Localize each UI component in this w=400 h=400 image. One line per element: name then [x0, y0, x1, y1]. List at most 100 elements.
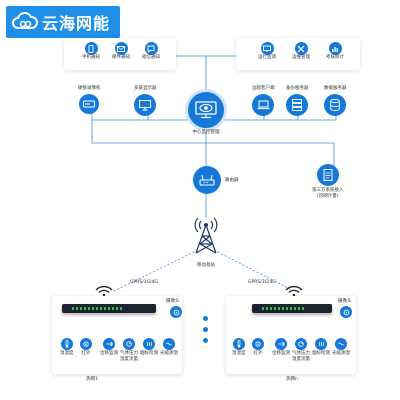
multiscreen-label: 多屏显示器: [134, 86, 157, 91]
backup-server-node[interactable]: 备份服务器: [286, 86, 309, 116]
sensor-label: 光缆测温: [332, 351, 350, 356]
chart-icon: [328, 42, 342, 55]
sensor-label: 位移监测: [100, 351, 118, 356]
sensor-node[interactable]: 位移监测: [100, 338, 118, 357]
sensor-node[interactable]: 气体压力 温度流量: [120, 338, 138, 363]
third-party-sublabel: (热网计量): [316, 194, 339, 199]
cell-tower-icon: [194, 217, 218, 254]
mail-notify-node[interactable]: 邮件通知: [112, 42, 130, 61]
sensor-node[interactable]: 烟标检测: [140, 338, 158, 357]
gas-pressure-icon: [123, 338, 135, 350]
management-panel: 运行监测 运维管理 考核统计: [236, 38, 360, 70]
smoke-icon: [143, 338, 155, 350]
multiscreen-node[interactable]: 多屏显示器: [134, 86, 157, 116]
monitor-icon: [260, 42, 274, 55]
phone-notify-label: 手机通知: [82, 55, 100, 60]
infrared-icon: [80, 338, 92, 350]
recorder-node[interactable]: 硬盘录像机: [78, 86, 101, 114]
phone-icon: [84, 42, 98, 55]
sensor-label: 红外: [81, 351, 91, 356]
gateway-device: [62, 304, 156, 313]
gateway-device: [252, 304, 332, 313]
router-label: 路由器: [225, 178, 239, 183]
sensor-label: 气体压力: [120, 351, 138, 356]
database-icon: [324, 94, 347, 116]
mail-icon: [114, 42, 128, 55]
wifi-icon: [285, 285, 303, 296]
router-icon[interactable]: [193, 166, 221, 194]
fiber-icon: [163, 338, 175, 350]
phone-notify-node[interactable]: 手机通知: [82, 42, 100, 61]
sensor-sublabel: 温度流量: [292, 357, 310, 362]
ellipsis-dots: [203, 316, 208, 349]
ops-management-label: 运维管理: [292, 55, 310, 60]
sensor-node[interactable]: 烟标检测: [312, 338, 330, 357]
third-party-node[interactable]: 第三方系统接入 (热网计量): [312, 164, 344, 200]
document-icon: [316, 164, 339, 186]
sensor-label: 位移监测: [272, 351, 290, 356]
tools-icon: [294, 42, 308, 55]
sensor-label: 温湿度: [232, 351, 246, 356]
sensor-node[interactable]: 气体压力 温度流量: [292, 338, 310, 363]
sensor-label: 红外: [253, 351, 263, 356]
sms-notify-label: 短信通知: [142, 55, 160, 60]
brand-logo: 云海网能: [6, 6, 120, 38]
station-footer: 热网1: [86, 377, 98, 382]
eye-monitor-icon: [188, 92, 224, 128]
central-monitor-label: 中心监控管理: [192, 130, 220, 135]
sensor-label: 温湿度: [60, 351, 74, 356]
sensor-sublabel: 温度流量: [120, 357, 138, 362]
backup-server-label: 备份服务器: [286, 86, 309, 91]
server-icon: [286, 94, 309, 116]
sensor-node[interactable]: 温湿度: [60, 338, 74, 357]
data-server-node[interactable]: 数据服务器: [324, 86, 347, 116]
gas-pressure-icon: [295, 338, 307, 350]
sensor-label: 光缆测温: [160, 351, 178, 356]
sensor-node[interactable]: 温湿度: [232, 338, 246, 357]
sms-notify-node[interactable]: 短信通知: [142, 42, 160, 61]
displacement-icon: [103, 338, 115, 350]
ops-management-node[interactable]: 运维管理: [292, 42, 310, 61]
tower-label: 移动基站: [197, 263, 215, 268]
link-label-right: GPRS/3G/4G: [248, 280, 276, 285]
data-server-label: 数据服务器: [324, 86, 347, 91]
remote-client-node[interactable]: 远程客户端: [252, 86, 275, 116]
third-party-label: 第三方系统接入: [312, 188, 344, 193]
displacement-icon: [275, 338, 287, 350]
cloud-logo-icon: [12, 12, 38, 29]
central-monitor-node[interactable]: 中心监控管理: [188, 92, 224, 136]
camera-label: 摄像头: [338, 299, 352, 304]
fiber-icon: [335, 338, 347, 350]
infrared-icon: [252, 338, 264, 350]
wifi-icon: [95, 285, 113, 296]
assessment-stats-node[interactable]: 考核统计: [326, 42, 344, 61]
sensor-node[interactable]: 光缆测温: [160, 338, 178, 357]
camera-icon[interactable]: [340, 306, 352, 318]
display-icon: [134, 94, 157, 116]
sensor-label: 烟标检测: [140, 351, 158, 356]
sensor-label: 烟标检测: [312, 351, 330, 356]
laptop-icon: [252, 94, 275, 116]
remote-client-label: 远程客户端: [252, 86, 275, 91]
thermometer-icon: [232, 338, 245, 350]
brand-name: 云海网能: [42, 14, 111, 33]
link-label-left: GPRS/3G/4G: [130, 280, 158, 285]
runtime-monitor-node[interactable]: 运行监测: [258, 42, 276, 61]
runtime-monitor-label: 运行监测: [258, 55, 276, 60]
recorder-icon: [79, 94, 100, 114]
smoke-icon: [315, 338, 327, 350]
message-icon: [144, 42, 158, 55]
sensor-node[interactable]: 红外: [80, 338, 92, 357]
camera-label: 摄像头: [166, 299, 180, 304]
sensor-node[interactable]: 红外: [252, 338, 264, 357]
sensor-node[interactable]: 位移监测: [272, 338, 290, 357]
station-footer: 热网n: [286, 377, 298, 382]
assessment-stats-label: 考核统计: [326, 55, 344, 60]
mail-notify-label: 邮件通知: [112, 55, 130, 60]
camera-icon[interactable]: [170, 306, 182, 318]
recorder-label: 硬盘录像机: [78, 86, 101, 91]
thermometer-icon: [60, 338, 73, 350]
notification-panel: 手机通知 邮件通知 短信通知: [64, 38, 176, 70]
sensor-node[interactable]: 光缆测温: [332, 338, 350, 357]
sensor-label: 气体压力: [292, 351, 310, 356]
